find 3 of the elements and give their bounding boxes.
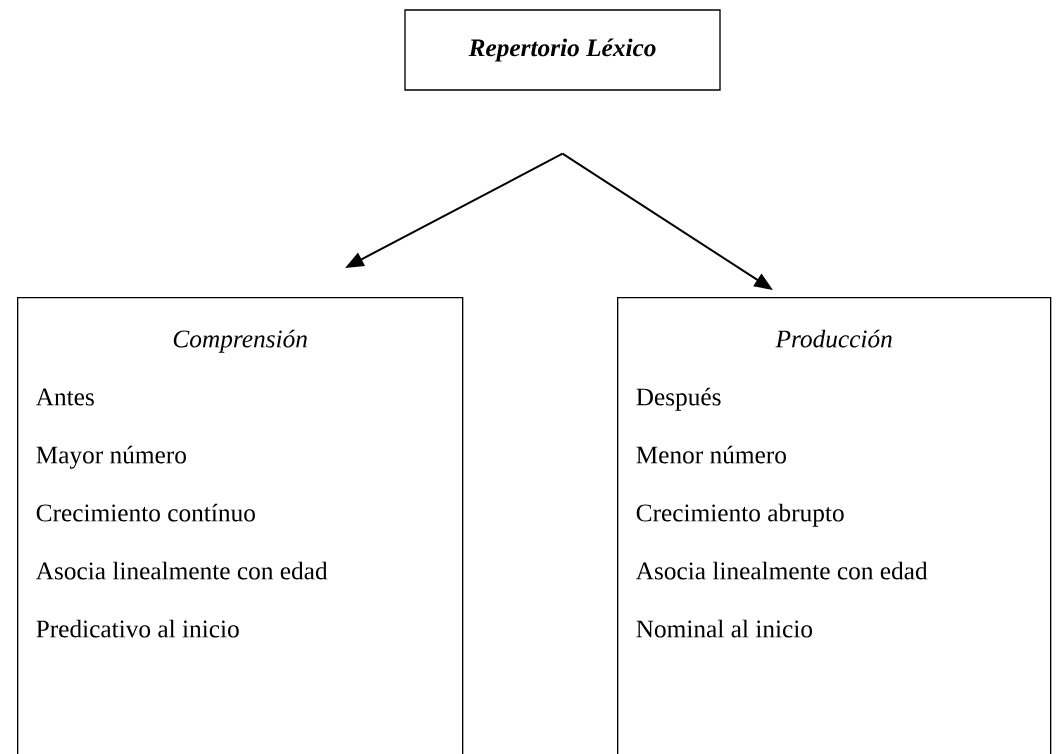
text-box: Producción Después Menor número Crecimiento abrupto Asocia linealmente con edad Nominal al inicio [617, 297, 1052, 754]
title-box: Repertorio Léxico [404, 9, 721, 91]
text-box: Comprensión Antes Mayor número Crecimiento contínuo Asocia linealmente con edad Predicativo al inicio [17, 297, 464, 754]
